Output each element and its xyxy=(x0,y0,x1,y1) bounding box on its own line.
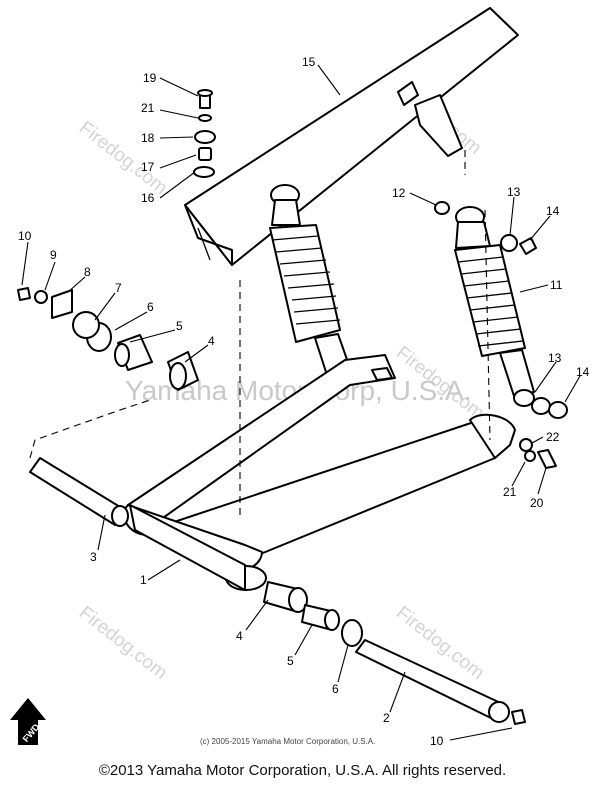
callout-18: 18 xyxy=(141,131,155,145)
swing-arm-part-1 xyxy=(123,354,516,591)
pivot-shaft-part-2 xyxy=(355,639,526,725)
lower-right-hardware xyxy=(519,397,568,469)
callout-6-lower: 6 xyxy=(332,682,339,696)
leader-lines xyxy=(21,64,581,741)
callout-3: 3 xyxy=(90,550,97,564)
callout-11: 11 xyxy=(550,278,563,292)
callout-20: 20 xyxy=(530,496,544,510)
callout-5-lower: 5 xyxy=(287,654,294,668)
callout-1: 1 xyxy=(140,573,147,587)
chain-case-part-15 xyxy=(184,7,519,266)
callout-13: 13 xyxy=(507,185,521,199)
footer-copyright: ©2013 Yamaha Motor Corporation, U.S.A. A… xyxy=(98,762,507,779)
upper-right-hardware xyxy=(434,201,537,255)
callout-8: 8 xyxy=(84,265,91,279)
inner-copyright: (c) 2005-2015 Yamaha Motor Corporation, … xyxy=(200,737,375,746)
callout-5: 5 xyxy=(176,319,183,333)
callout-16: 16 xyxy=(141,191,155,205)
left-pivot-parts xyxy=(17,287,199,391)
callout-14-lower: 14 xyxy=(576,365,590,379)
bushing-part-3 xyxy=(29,457,129,527)
callout-4: 4 xyxy=(208,334,215,348)
callout-4-lower: 4 xyxy=(236,629,243,643)
callout-21: 21 xyxy=(141,101,155,115)
left-shock-absorber xyxy=(269,184,351,373)
watermark-site-1: Firedog.com xyxy=(75,117,171,199)
fwd-arrow-icon: FWD xyxy=(10,698,46,745)
callout-10: 10 xyxy=(18,229,32,243)
callout-15: 15 xyxy=(302,55,316,69)
callout-7: 7 xyxy=(115,281,122,295)
callout-12: 12 xyxy=(392,186,406,200)
callout-21-lower: 21 xyxy=(503,485,517,499)
alignment-lines xyxy=(29,150,491,515)
callout-13-lower: 13 xyxy=(548,351,562,365)
callout-17: 17 xyxy=(141,160,155,174)
callout-19: 19 xyxy=(143,71,157,85)
callout-14: 14 xyxy=(546,204,560,218)
callout-6: 6 xyxy=(147,300,154,314)
watermark-site-4: Firedog.com xyxy=(75,602,171,684)
callout-2: 2 xyxy=(383,711,390,725)
callout-labels: 19 15 21 18 17 16 12 13 14 10 9 8 7 6 5 … xyxy=(18,55,590,748)
callout-22: 22 xyxy=(546,430,560,444)
chain-case-hardware xyxy=(193,89,216,178)
lower-pivot-parts xyxy=(263,581,363,647)
callout-9: 9 xyxy=(50,248,57,262)
callout-10-lower: 10 xyxy=(430,734,444,748)
